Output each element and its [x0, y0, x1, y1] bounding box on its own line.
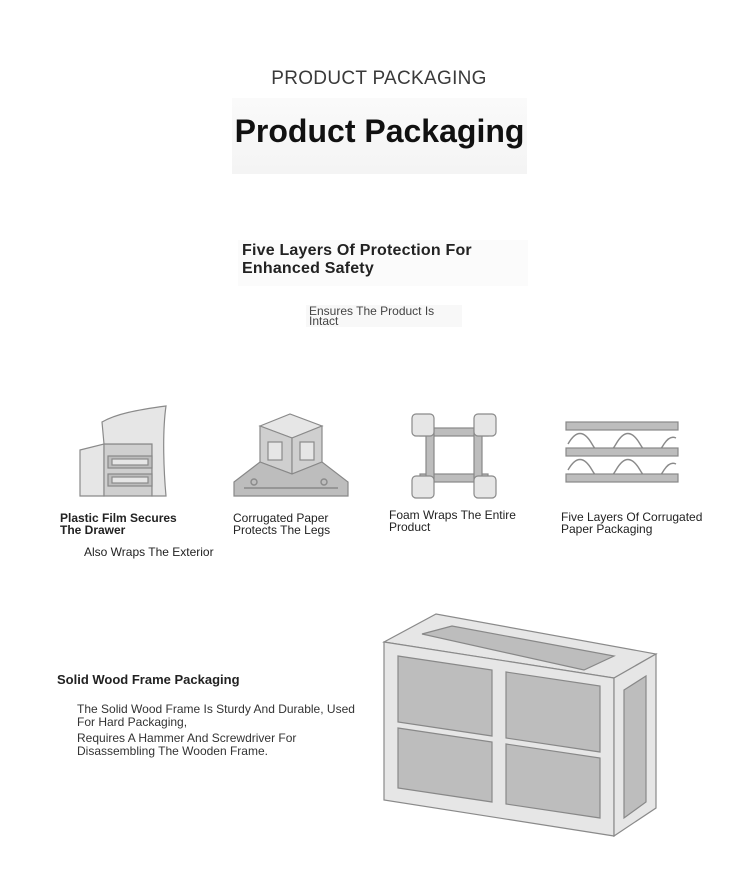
- corrugated-corner-icon: [233, 413, 349, 497]
- wood-frame-description-line1: Requires A Hammer And Screwdriver For: [77, 731, 297, 745]
- feature-caption-line1: Corrugated Paper: [233, 511, 329, 525]
- feature-caption-line2: Protects The Legs: [233, 523, 331, 537]
- feature-extra-caption: Also Wraps The Exterior: [84, 545, 214, 559]
- wooden-crate-icon: [382, 613, 658, 838]
- feature-caption-foam: Foam Wraps The Entire Product: [389, 509, 516, 533]
- wood-frame-description-line2: For Hard Packaging,: [77, 715, 188, 729]
- wood-frame-description-line1: The Solid Wood Frame Is Sturdy And Durab…: [77, 702, 355, 716]
- feature-caption-corrugated-legs: Corrugated Paper Protects The Legs: [233, 512, 330, 536]
- plastic-film-drawer-icon: [79, 405, 167, 497]
- feature-caption-plastic-film: Plastic Film Secures The Drawer: [60, 512, 177, 536]
- protection-note-line2: Intact: [309, 314, 339, 328]
- section-kicker: PRODUCT PACKAGING: [271, 68, 487, 89]
- wood-frame-description-line2: Disassembling The Wooden Frame.: [77, 744, 268, 758]
- feature-caption-corrugated-layers: Five Layers Of Corrugated Paper Packagin…: [561, 511, 702, 535]
- foam-frame-icon: [411, 413, 497, 499]
- feature-caption-line1: Five Layers Of Corrugated: [561, 510, 703, 524]
- feature-caption-line2: Product: [389, 520, 431, 534]
- corrugated-layers-icon: [565, 421, 679, 483]
- protection-heading-line2: Enhanced Safety: [242, 260, 374, 277]
- feature-caption-line2: The Drawer: [60, 523, 126, 537]
- feature-caption-line1: Foam Wraps The Entire: [389, 508, 516, 522]
- protection-heading: Five Layers Of Protection For Enhanced S…: [238, 240, 528, 286]
- wood-frame-title: Solid Wood Frame Packaging: [57, 672, 240, 687]
- page-title: Product Packaging: [232, 98, 527, 174]
- feature-caption-line1: Plastic Film Secures: [60, 511, 177, 525]
- feature-caption-line2: Paper Packaging: [561, 522, 653, 536]
- protection-note-line1: Ensures The Product Is: [309, 304, 435, 318]
- wood-frame-description-1: The Solid Wood Frame Is Sturdy And Durab…: [77, 703, 357, 729]
- wood-frame-description-2: Requires A Hammer And Screwdriver For Di…: [77, 732, 357, 758]
- protection-note: Ensures The Product Is Intact: [306, 305, 462, 327]
- protection-heading-line1: Five Layers Of Protection For: [242, 242, 472, 259]
